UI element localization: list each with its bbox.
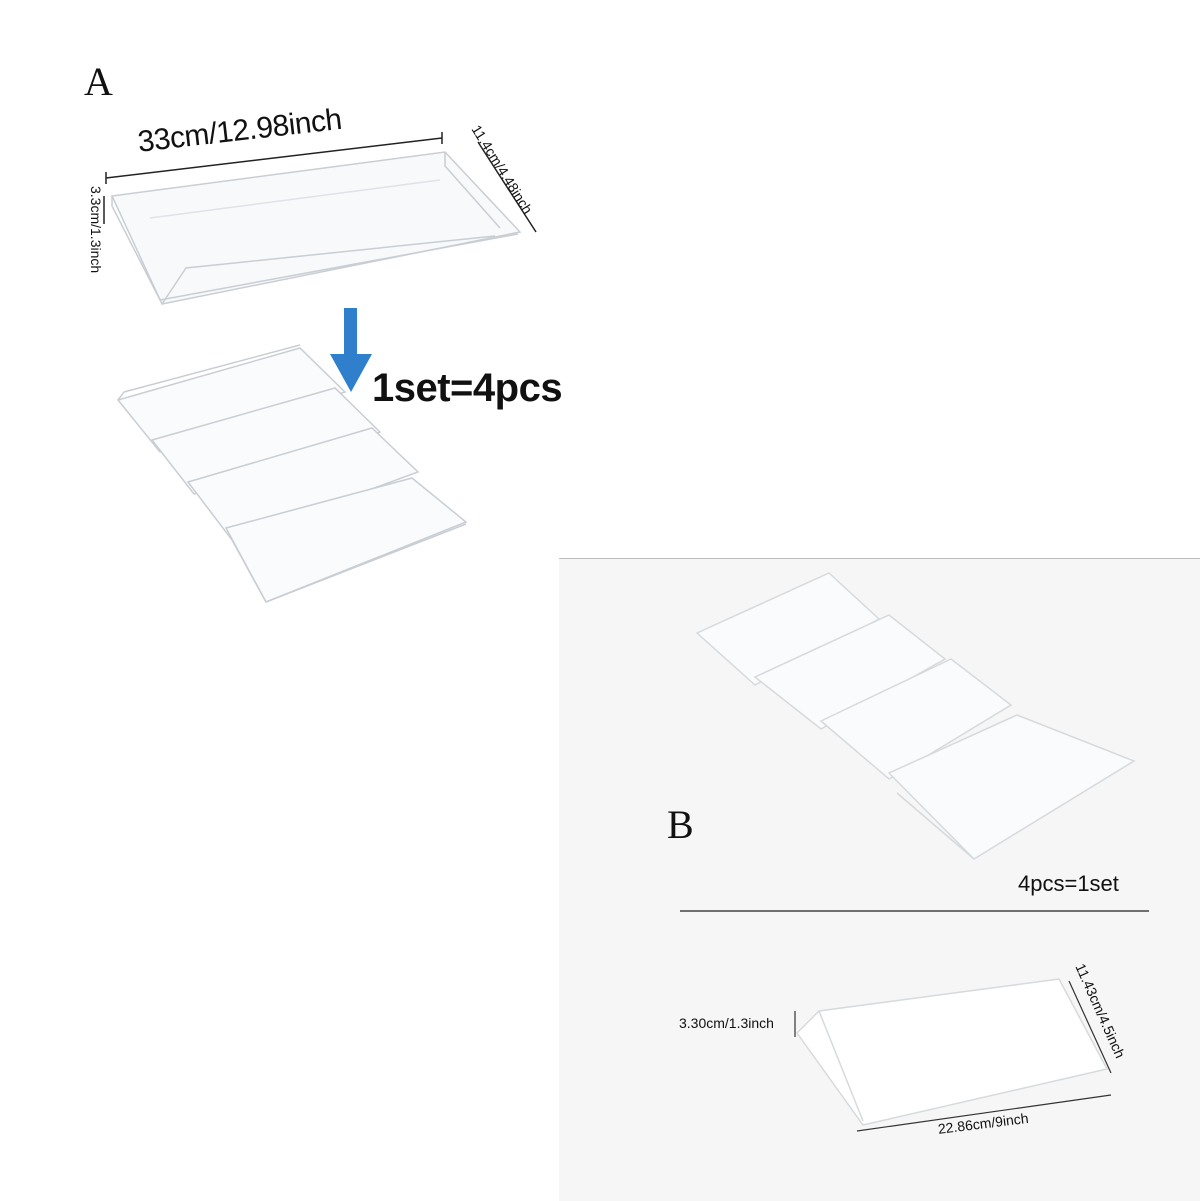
single-riser-illustration [796,978,1109,1126]
height-dimension-text: 3.3cm/1.3inch [88,186,104,274]
set-count-text: 4pcs=1set [1018,871,1119,896]
width-dimension-line [105,132,443,184]
height-dimension-text: 3.30cm/1.3inch [679,1015,774,1031]
panel-b: B 4pcs=1set 3.30cm/1.3inch 11.43cm/4.5in [559,558,1200,1201]
panel-b-drawing [680,572,1149,1132]
down-arrow-icon [330,308,372,392]
width-dimension-line [856,1094,1112,1132]
panel-a-label: A [84,59,113,104]
riser-set-illustration [116,344,468,603]
single-tray-illustration [110,151,522,305]
depth-dimension-line [1068,980,1112,1074]
riser-set-illustration [695,572,1136,860]
set-count-text: 1set=4pcs [372,366,563,410]
panel-b-label: B [667,802,694,847]
depth-dimension-line [477,141,537,233]
